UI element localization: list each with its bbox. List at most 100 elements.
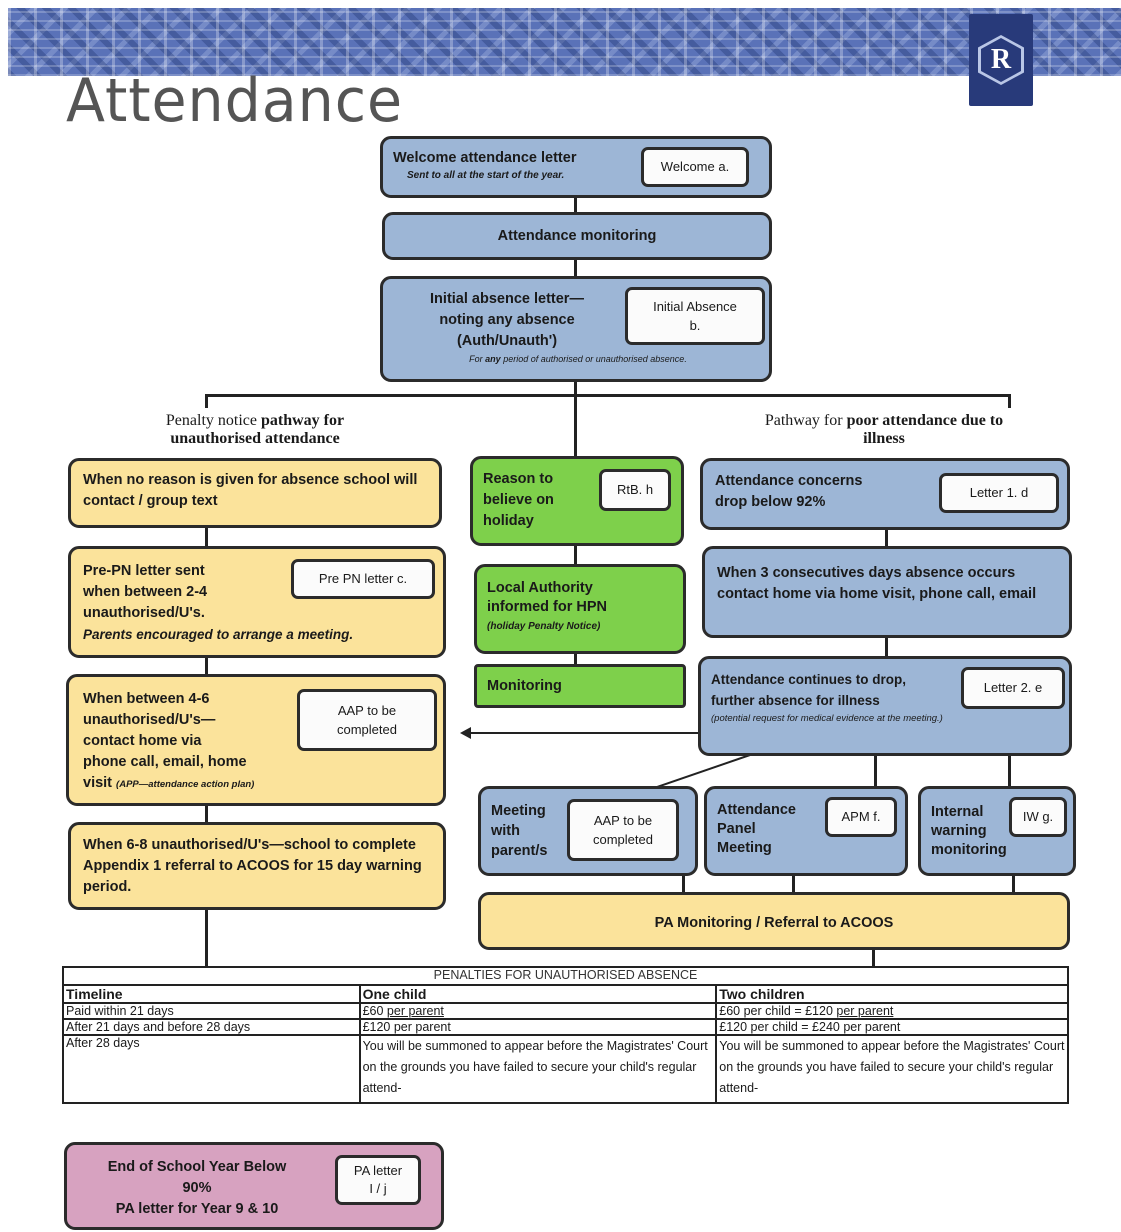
- table-row: Paid within 21 days £60 per parent £60 p…: [62, 1002, 1069, 1020]
- holiday-line1: Reason to: [483, 471, 554, 487]
- warning-line1: Internal: [931, 804, 984, 820]
- connector: [872, 948, 875, 968]
- appendix-text: When 6-8 unauthorised/U's—school to comp…: [83, 837, 422, 895]
- connector: [205, 394, 1011, 397]
- connector: [205, 804, 208, 824]
- end-line3: PA letter for Year 9 & 10: [115, 1201, 279, 1217]
- la-sub: (holiday Penalty Notice): [487, 621, 601, 632]
- pre-pn-italic: Parents encouraged to arrange a meeting.: [83, 627, 354, 642]
- aap-sub: (APP—attendance action plan): [116, 779, 255, 790]
- row2-timeline: After 21 days and before 28 days: [62, 1018, 361, 1036]
- pre-pn-line2: when between 2-4: [83, 584, 208, 600]
- appendix-referral-box: When 6-8 unauthorised/U's—school to comp…: [68, 822, 446, 910]
- table-header-one-child: One child: [358, 984, 718, 1004]
- apm-tag: APM f.: [825, 797, 897, 837]
- drop-line2: further absence for illness: [711, 693, 880, 708]
- warning-line2: warning: [931, 823, 987, 839]
- concerns-line2: drop below 92%: [715, 494, 826, 510]
- aap-line1: When between 4-6: [83, 691, 210, 707]
- connector: [205, 908, 208, 968]
- continues-drop-box: Attendance continues to drop, further ab…: [698, 656, 1072, 756]
- pre-pn-tag: Pre PN letter c.: [291, 559, 435, 599]
- holiday-monitoring-text: Monitoring: [487, 678, 562, 694]
- initial-absence-tag: Initial Absence b.: [625, 287, 765, 345]
- connector: [1012, 874, 1015, 894]
- connector: [574, 380, 577, 460]
- monitoring-title: Attendance monitoring: [497, 228, 657, 244]
- arrow-head-icon: [460, 727, 471, 739]
- header-banner: [8, 8, 1121, 76]
- pa-tag-line1: PA letter: [353, 1162, 403, 1178]
- holiday-reason-box: Reason to believe on holiday RtB. h: [470, 456, 684, 546]
- left-heading-bold1: pathway for: [260, 412, 345, 429]
- end-line1: End of School Year Below: [107, 1159, 287, 1175]
- welcome-tag: Welcome a.: [641, 147, 749, 187]
- welcome-sub: Sent to all at the start of the year.: [407, 170, 565, 182]
- meeting-line1: Meeting: [491, 803, 546, 819]
- table-header-two-children: Two children: [715, 984, 1069, 1004]
- attendance-panel-box: Attendance Panel Meeting APM f.: [704, 786, 908, 876]
- local-authority-box: Local Authority informed for HPN (holida…: [474, 564, 686, 654]
- connector: [1008, 754, 1011, 788]
- attendance-monitoring-box: Attendance monitoring: [382, 212, 772, 260]
- initial-line2: noting any absence: [439, 312, 575, 328]
- pa-monitoring-text: PA Monitoring / Referral to ACOOS: [654, 915, 894, 931]
- pa-monitoring-box: PA Monitoring / Referral to ACOOS: [478, 892, 1070, 950]
- connector: [574, 544, 577, 566]
- concerns-92-box: Attendance concerns drop below 92% Lette…: [700, 458, 1070, 530]
- letter-2-tag: Letter 2. e: [961, 667, 1065, 709]
- connector: [885, 636, 888, 658]
- no-reason-box: When no reason is given for absence scho…: [68, 458, 442, 528]
- school-logo: R: [969, 14, 1033, 106]
- warning-line3: monitoring: [931, 842, 1007, 858]
- connector: [1008, 394, 1011, 408]
- logo-letter: R: [981, 38, 1021, 82]
- row1-two-per: per parent: [836, 1004, 894, 1018]
- parent-meeting-box: Meeting with parent/s AAP to be complete…: [478, 786, 698, 876]
- aap-tag-line2: completed: [337, 722, 397, 737]
- arrow-shaft: [470, 732, 700, 734]
- meeting-line3: parent/s: [491, 843, 548, 859]
- initial-tag-line2: b.: [689, 318, 701, 333]
- row3-timeline: After 28 days: [62, 1034, 361, 1104]
- internal-warning-box: Internal warning monitoring IW g.: [918, 786, 1076, 876]
- right-pathway-heading: Pathway for poor attendance due to illne…: [704, 412, 1064, 449]
- end-of-year-box: End of School Year Below 90% PA letter f…: [64, 1142, 444, 1230]
- initial-absence-box: Initial absence letter— noting any absen…: [380, 276, 772, 382]
- holiday-line3: holiday: [483, 513, 534, 529]
- meeting-aap-tag: AAP to be completed: [567, 799, 679, 861]
- row3-two-children: You will be summoned to appear before th…: [715, 1034, 1069, 1104]
- aap-line3: contact home via: [83, 733, 202, 749]
- right-heading-bold1: poor attendance due to: [846, 412, 1004, 429]
- penalties-table: PENALTIES FOR UNAUTHORISED ABSENCE Timel…: [62, 966, 1069, 1104]
- aap-contact-box: When between 4-6 unauthorised/U's— conta…: [66, 674, 446, 806]
- aap-line5: visit: [83, 775, 113, 791]
- connector: [574, 196, 577, 214]
- left-pathway-heading: Penalty notice pathway for unauthorised …: [110, 412, 400, 449]
- meeting-tag-line2: completed: [593, 832, 653, 847]
- la-line1: Local Authority: [487, 580, 593, 596]
- connector: [205, 526, 208, 548]
- initial-sub-rest: period of authorised or unauthorised abs…: [500, 354, 687, 364]
- initial-line1: Initial absence letter—: [430, 291, 584, 307]
- connector: [792, 874, 795, 894]
- right-heading-normal: Pathway for: [764, 412, 847, 429]
- drop-sub: (potential request for medical evidence …: [711, 713, 943, 724]
- panel-line1: Attendance: [717, 802, 796, 818]
- holiday-line2: believe on: [483, 492, 554, 508]
- initial-line3: (Auth/Unauth'): [456, 333, 558, 349]
- row1-one-per: per parent: [386, 1004, 444, 1018]
- connector: [574, 258, 577, 278]
- meeting-tag-line1: AAP to be: [593, 812, 653, 828]
- connector: [205, 656, 208, 676]
- penalties-title: PENALTIES FOR UNAUTHORISED ABSENCE: [62, 966, 1069, 986]
- no-reason-text: When no reason is given for absence scho…: [83, 472, 418, 510]
- left-heading-bold2: unauthorised attendance: [170, 430, 340, 448]
- aap-line2: unauthorised/U's—: [83, 712, 216, 728]
- connector: [885, 528, 888, 548]
- aap-tag-line1: AAP to be: [337, 702, 397, 718]
- aap-tag: AAP to be completed: [297, 689, 437, 751]
- row1-one-amount: £60: [362, 1004, 387, 1018]
- connector: [574, 652, 577, 666]
